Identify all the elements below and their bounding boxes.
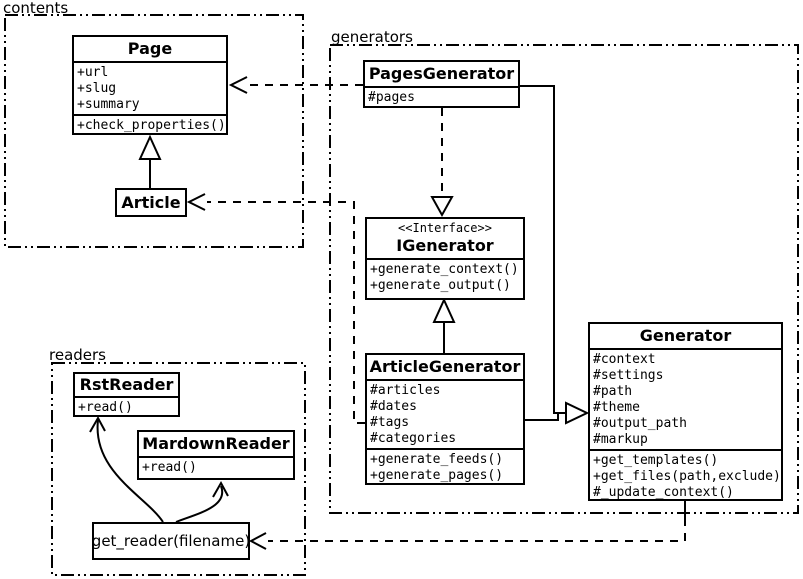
attribute: #settings — [593, 368, 664, 383]
method: +generate_feeds() — [370, 452, 504, 467]
get-reader-label: get_reader(filename) — [91, 532, 251, 550]
getreader-to-mardownreader-arrowhead — [212, 480, 229, 498]
class-mardownreader: MardownReader +read() — [137, 430, 295, 480]
class-page-title: Page — [74, 37, 226, 63]
realization-pagesgenerator-to-igenerator-triangle — [430, 196, 454, 218]
attribute: +slug — [77, 81, 117, 96]
class-articlegenerator-attributes: #articles #dates #tags #categories — [367, 381, 523, 450]
class-articlegenerator: ArticleGenerator #articles #dates #tags … — [365, 353, 525, 485]
attribute: #markup — [593, 432, 648, 447]
method: +get_templates() — [593, 453, 719, 468]
class-article-title: Article — [121, 193, 181, 212]
generalization-articlegenerator-to-generator-line — [525, 413, 559, 421]
class-page-methods: +check_properties() — [74, 116, 226, 135]
package-label-generators: generators — [331, 28, 413, 46]
attribute: #output_path — [593, 416, 687, 431]
class-articlegenerator-methods: +generate_feeds() +generate_pages() — [367, 450, 523, 485]
generalization-pagesgenerator-to-generator-line — [520, 85, 566, 414]
dependency-articlegenerator-to-article-line — [207, 201, 365, 424]
class-rstreader-methods: +read() — [75, 398, 178, 417]
class-articlegenerator-title: ArticleGenerator — [367, 355, 523, 381]
attribute: #articles — [370, 383, 441, 398]
class-page-attributes: +url +slug +summary — [74, 63, 226, 116]
getreader-to-mardownreader-curve — [175, 485, 224, 523]
method: #_update_context() — [593, 485, 734, 500]
attribute: #categories — [370, 431, 457, 446]
generalization-article-to-page-triangle — [138, 134, 162, 160]
class-pagesgenerator-attributes: #pages — [365, 88, 518, 107]
getreader-to-rstreader-arrowhead — [89, 415, 106, 433]
generalization-articlegenerator-to-igenerator-triangle — [432, 297, 456, 323]
class-generator-title: Generator — [590, 324, 781, 350]
class-generator-methods: +get_templates() +get_files(path,exclude… — [590, 451, 781, 502]
class-pagesgenerator-title: PagesGenerator — [365, 62, 518, 88]
class-rstreader-title: RstReader — [75, 374, 178, 398]
class-mardownreader-methods: +read() — [139, 458, 293, 477]
class-article: Article — [115, 188, 187, 217]
method: +generate_output() — [370, 278, 511, 293]
attribute: #tags — [370, 415, 410, 430]
class-igenerator-methods: +generate_context() +generate_output() — [367, 260, 523, 295]
class-pagesgenerator: PagesGenerator #pages — [363, 60, 520, 108]
attribute: #context — [593, 352, 656, 367]
attribute: #dates — [370, 399, 417, 414]
method: +generate_pages() — [370, 468, 504, 483]
package-border-generators — [329, 44, 799, 514]
class-igenerator-title: IGenerator — [367, 236, 523, 260]
method: +get_files(path,exclude) — [593, 469, 781, 484]
dependency-pagesgenerator-to-page-arrowhead — [228, 76, 248, 94]
method: +read() — [142, 460, 197, 475]
attribute: +summary — [77, 97, 140, 112]
class-rstreader: RstReader +read() — [73, 372, 180, 417]
dependency-generator-to-getreader-line — [268, 518, 686, 542]
attribute: +url — [77, 65, 109, 80]
getreader-to-rstreader-curve — [96, 419, 164, 523]
get-reader-box: get_reader(filename) — [92, 522, 250, 560]
attribute: #pages — [368, 90, 415, 105]
class-generator-attributes: #context #settings #path #theme #output_… — [590, 350, 781, 451]
method: +read() — [78, 400, 133, 415]
class-page: Page +url +slug +summary +check_properti… — [72, 35, 228, 135]
dependency-generator-to-getreader-arrowhead — [248, 532, 267, 550]
method: +check_properties() — [77, 118, 226, 133]
package-border-contents — [4, 14, 304, 248]
package-label-readers: readers — [49, 346, 106, 364]
generalization-to-generator-triangle — [565, 401, 590, 425]
attribute: #path — [593, 384, 633, 399]
method: +generate_context() — [370, 262, 519, 277]
dependency-articlegenerator-to-article-arrowhead — [186, 193, 206, 211]
class-generator: Generator #context #settings #path #them… — [588, 322, 783, 501]
class-igenerator-stereotype: <<Interface>> — [398, 221, 492, 235]
attribute: #theme — [593, 400, 640, 415]
class-mardownreader-title: MardownReader — [139, 432, 293, 458]
package-label-contents: contents — [3, 0, 69, 17]
class-igenerator: <<Interface>> IGenerator +generate_conte… — [365, 217, 525, 300]
package-border-readers — [51, 362, 306, 576]
